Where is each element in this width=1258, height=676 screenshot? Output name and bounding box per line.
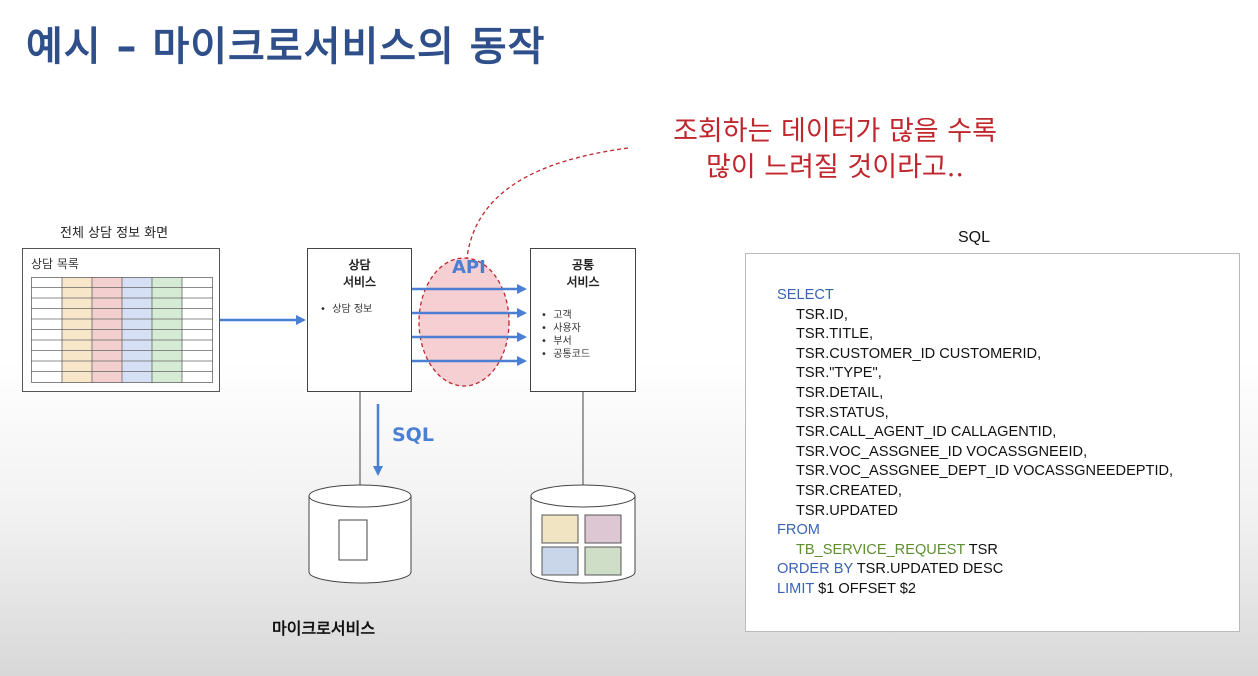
- sql-order-by: ORDER BY TSR.UPDATED DESC: [777, 560, 1173, 580]
- sql-column: TSR.VOC_ASSGNEE_DEPT_ID VOCASSGNEEDEPTID…: [796, 463, 1174, 480]
- sql-column: TSR.CALL_AGENT_ID CALLAGENTID,: [796, 424, 1057, 441]
- sql-column: TSR.CUSTOMER_ID CUSTOMERID,: [796, 345, 1042, 362]
- common-item: • 고객: [541, 310, 572, 321]
- common-database-cylinder: [530, 484, 636, 584]
- sql-column: TSR.ID,: [796, 306, 848, 323]
- sql-column: TSR.VOC_ASSGNEE_ID VOCASSGNEEID,: [796, 443, 1088, 460]
- consult-service-title-line2: 서비스: [342, 275, 377, 289]
- sql-limit: LIMIT $1 OFFSET $2: [777, 580, 1173, 600]
- consult-service-title-line1: 상담: [348, 258, 371, 272]
- annotation-line-2: 많이 느려질 것이라고..: [706, 152, 964, 183]
- slide-title: 예시 – 마이크로서비스의 동작: [26, 24, 546, 70]
- sql-orderby-keyword: ORDER BY: [777, 561, 853, 578]
- microservice-label: 마이크로서비스: [272, 619, 376, 638]
- annotation-line-1: 조회하는 데이터가 많을 수록: [673, 116, 997, 147]
- sql-column: TSR.STATUS,: [796, 404, 889, 421]
- consult-service-box: 상담 서비스 • 상담 정보: [307, 248, 412, 392]
- sql-table-name: TB_SERVICE_REQUEST: [796, 541, 965, 558]
- sql-code: SELECT TSR.ID, TSR.TITLE, TSR.CUSTOMER_I…: [777, 286, 1173, 600]
- consult-service-title: 상담 서비스: [308, 257, 411, 291]
- common-item-3: 공통코드: [553, 349, 591, 360]
- common-service-title-line1: 공통: [571, 258, 595, 272]
- common-item-0: 고객: [553, 310, 572, 321]
- sql-column: TSR."TYPE",: [796, 365, 882, 382]
- common-item: • 사용자: [541, 323, 581, 334]
- sql-panel: SELECT TSR.ID, TSR.TITLE, TSR.CUSTOMER_I…: [745, 253, 1240, 632]
- sql-limit-rest: $1 OFFSET $2: [814, 580, 916, 597]
- sql-from-keyword: FROM: [777, 522, 820, 539]
- sql-select-keyword: SELECT: [777, 287, 834, 303]
- sql-limit-keyword: LIMIT: [777, 580, 815, 597]
- sql-column: TSR.DETAIL,: [796, 384, 884, 401]
- common-service-items: • 고객 • 사용자 • 부서 • 공통코드: [541, 309, 635, 361]
- common-service-title: 공통 서비스: [531, 257, 635, 291]
- consult-item-0: 상담 정보: [332, 304, 373, 315]
- sql-column: TSR.UPDATED: [796, 502, 898, 519]
- common-item: • 부서: [541, 336, 572, 347]
- list-label: 상담 목록: [31, 257, 79, 271]
- consult-service-item: • 상담 정보: [320, 304, 373, 315]
- screen-title: 전체 상담 정보 화면: [60, 226, 169, 241]
- screen-mockup: 상담 목록: [22, 248, 220, 392]
- list-table-graphic: [31, 277, 213, 383]
- sql-arrow-label: SQL: [392, 424, 434, 446]
- common-item-2: 부서: [553, 336, 572, 347]
- sql-from-table: TB_SERVICE_REQUEST TSR: [777, 541, 1173, 561]
- sql-table-alias: TSR: [964, 541, 998, 558]
- consult-database-cylinder: [308, 484, 412, 584]
- sql-order-rest: TSR.UPDATED DESC: [852, 561, 1004, 578]
- sql-panel-title: SQL: [958, 229, 991, 246]
- sql-column: TSR.CREATED,: [796, 482, 902, 499]
- common-item: • 공통코드: [541, 349, 591, 360]
- common-item-1: 사용자: [553, 323, 581, 334]
- annotation-note: 조회하는 데이터가 많을 수록 많이 느려질 것이라고..: [600, 114, 1070, 186]
- common-service-box: 공통 서비스 • 고객 • 사용자 • 부서 • 공통코드: [530, 248, 636, 392]
- sql-column: TSR.TITLE,: [796, 326, 874, 343]
- common-service-title-line2: 서비스: [566, 275, 600, 289]
- api-label: API: [452, 257, 486, 278]
